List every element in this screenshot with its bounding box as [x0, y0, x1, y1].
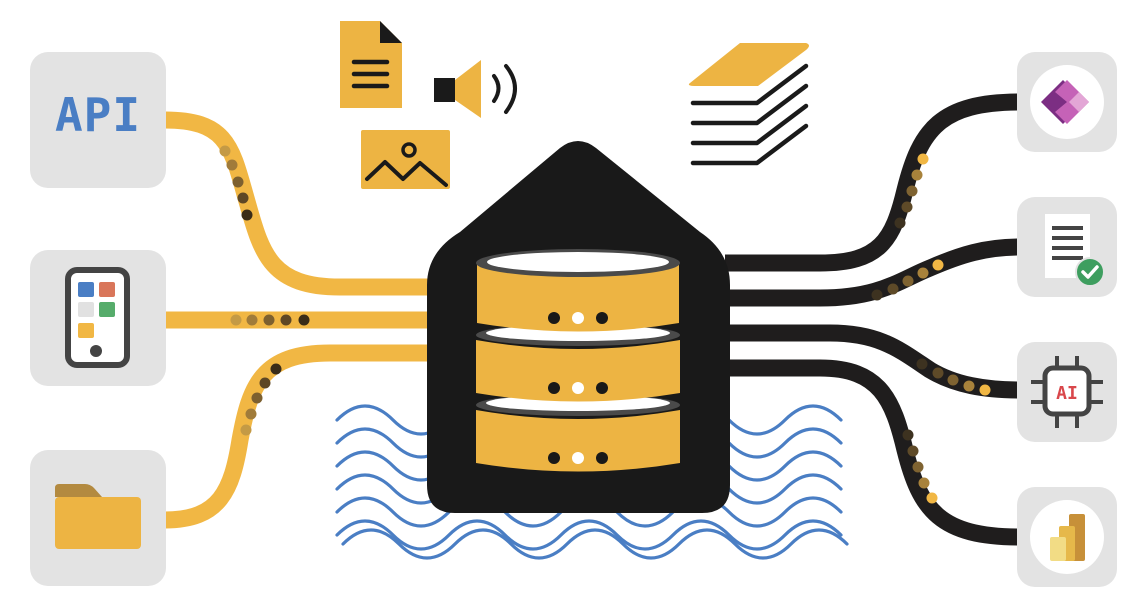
database-tier-1: [476, 249, 680, 332]
power-bi-icon: [1030, 500, 1104, 574]
checked-document-icon: [1045, 214, 1105, 287]
document-icon: [340, 21, 402, 108]
api-text-icon: API: [54, 88, 142, 142]
mobile-phone-icon: [65, 267, 130, 368]
database-tier-3: [476, 394, 680, 472]
ai-label: AI: [1056, 383, 1078, 404]
pipe-report: [725, 238, 1021, 307]
source-flow-dots: [219, 145, 310, 436]
source-node-files[interactable]: [30, 450, 166, 586]
destination-node-power-bi[interactable]: [1017, 487, 1117, 587]
destination-node-ai[interactable]: AI: [1017, 342, 1117, 442]
stacked-layers-icon: [688, 43, 809, 166]
destination-node-power-apps[interactable]: [1017, 52, 1117, 152]
house-database-icon: [427, 141, 730, 513]
speaker-icon: [434, 60, 517, 118]
database-tier-2: [476, 324, 680, 402]
ai-chip-icon: AI: [1031, 356, 1103, 428]
destination-node-validated-report[interactable]: [1017, 197, 1117, 297]
folder-icon: [55, 484, 141, 549]
pipe-power-bi: [725, 359, 1021, 546]
image-icon: [361, 130, 450, 189]
source-pipes: [164, 111, 430, 529]
destination-pipes: [725, 93, 1021, 546]
source-node-api[interactable]: API: [30, 52, 166, 188]
pipe-files: [164, 344, 430, 529]
destination-flow-dots: [871, 153, 991, 504]
pipe-api: [164, 111, 430, 296]
source-node-mobile-app[interactable]: [30, 250, 166, 386]
power-apps-icon: [1030, 65, 1104, 139]
pipe-power-apps: [725, 93, 1021, 272]
